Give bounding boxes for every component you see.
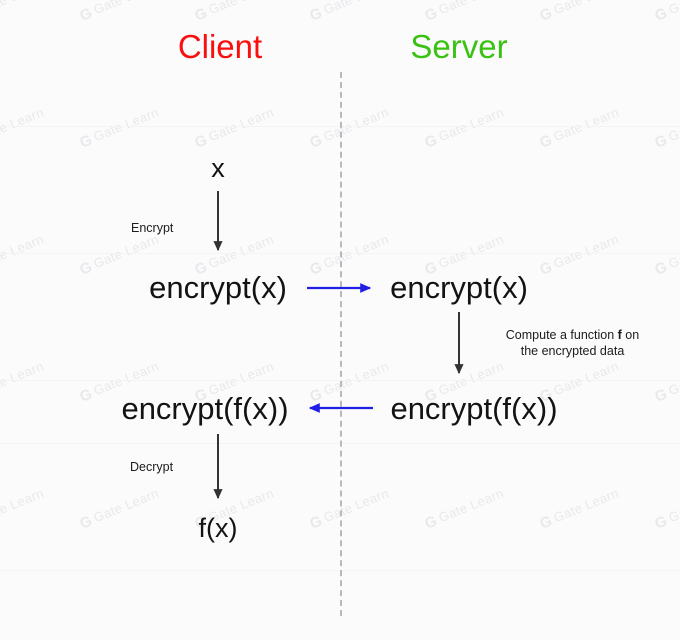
- gate-learn-logo-icon: G: [422, 131, 440, 152]
- watermark-tile: GGate Learn: [77, 0, 161, 25]
- gate-learn-logo-icon: G: [307, 4, 325, 25]
- compute-label-prefix: Compute a function: [505, 328, 618, 342]
- gate-learn-logo-icon: G: [192, 4, 210, 25]
- watermark-tile: GGate Learn: [422, 484, 506, 533]
- watermark-tile: GGate Learn: [652, 0, 680, 25]
- watermark-tile: GGate Learn: [192, 103, 276, 152]
- gate-learn-logo-icon: G: [422, 512, 440, 533]
- gate-learn-logo-icon: G: [307, 131, 325, 152]
- watermark-tile: GGate Learn: [307, 484, 391, 532]
- gate-learn-logo-icon: G: [652, 131, 670, 152]
- watermark-text: Gate Learn: [551, 104, 621, 145]
- watermark-text: Gate Learn: [321, 485, 391, 526]
- watermark-text: Gate Learn: [666, 358, 680, 399]
- watermark-text: Gate Learn: [0, 358, 46, 399]
- node-server-ciphertext: encrypt(x): [390, 270, 528, 305]
- watermark-text: Gate Learn: [436, 231, 506, 272]
- watermark-text: Gate Learn: [0, 485, 46, 526]
- gate-learn-logo-icon: G: [537, 4, 555, 25]
- watermark-text: Gate Learn: [551, 485, 621, 526]
- node-client-plaintext-result: f(x): [198, 513, 238, 543]
- watermark-tile: GGate Learn: [652, 103, 680, 152]
- watermark-text: Gate Learn: [0, 231, 46, 272]
- watermark-text: Gate Learn: [91, 0, 161, 17]
- gate-learn-logo-icon: G: [77, 258, 95, 279]
- node-client-ciphertext: encrypt(x): [149, 270, 287, 305]
- watermark-text: Gate Learn: [206, 0, 276, 17]
- watermark-tile: GGate Learn: [422, 103, 506, 152]
- watermark-text: Gate Learn: [0, 104, 46, 145]
- watermark-text: Gate Learn: [666, 0, 680, 17]
- watermark-text: Gate Learn: [206, 231, 276, 272]
- gate-learn-logo-icon: G: [537, 131, 555, 152]
- encrypt-edge-label: Encrypt: [131, 221, 174, 235]
- gate-learn-logo-icon: G: [652, 258, 670, 279]
- gate-learn-logo-icon: G: [652, 4, 670, 25]
- gate-learn-logo-icon: G: [192, 131, 210, 152]
- watermark-text: Gate Learn: [551, 231, 621, 272]
- watermark-text: Gate Learn: [666, 485, 680, 526]
- compute-label-line2: the encrypted data: [520, 343, 625, 358]
- watermark-tile: GGate Learn: [652, 230, 680, 279]
- watermark-text: Gate Learn: [666, 231, 680, 272]
- watermark-tile: GGate Learn: [307, 0, 391, 25]
- watermark-text: Gate Learn: [91, 231, 161, 272]
- watermark-tile: GGate Learn: [77, 103, 161, 152]
- server-column-title: Server: [410, 28, 508, 65]
- watermark-text: Gate Learn: [666, 104, 680, 145]
- gate-learn-logo-icon: G: [652, 385, 670, 406]
- client-column-title: Client: [177, 28, 263, 65]
- gate-learn-logo-icon: G: [422, 4, 440, 25]
- node-client-result: encrypt(f(x)): [121, 391, 289, 426]
- gate-learn-logo-icon: G: [77, 131, 95, 152]
- watermark-text: Gate Learn: [436, 0, 506, 17]
- watermark-tile: GGate Learn: [537, 103, 621, 152]
- watermark-tile: GGate Learn: [537, 484, 621, 533]
- watermark-text: Gate Learn: [321, 104, 391, 145]
- watermark-tile: GGate Learn: [0, 230, 46, 277]
- client-server-boundary-divider: [340, 72, 342, 616]
- node-client-plaintext: x: [211, 153, 225, 183]
- watermark-tile: GGate Learn: [0, 103, 46, 150]
- gate-learn-logo-icon: G: [652, 512, 670, 533]
- watermark-tile: GGate Learn: [0, 0, 46, 24]
- watermark-tile: GGate Learn: [0, 357, 46, 404]
- gate-learn-logo-icon: G: [77, 4, 95, 25]
- watermark-tile: GGate Learn: [652, 484, 680, 533]
- gate-learn-logo-icon: G: [537, 512, 555, 533]
- watermark-text: Gate Learn: [91, 104, 161, 145]
- watermark-text: Gate Learn: [436, 104, 506, 145]
- watermark-text: Gate Learn: [321, 231, 391, 272]
- watermark-text: Gate Learn: [551, 0, 621, 17]
- watermark-text: Gate Learn: [206, 104, 276, 145]
- watermark-tile: GGate Learn: [307, 103, 391, 152]
- watermark-tile: GGate Learn: [422, 0, 506, 25]
- gate-learn-logo-icon: G: [77, 512, 95, 533]
- watermark-tile: GGate Learn: [537, 0, 621, 25]
- compute-label-suffix: on: [621, 328, 640, 342]
- watermark-tile: GGate Learn: [192, 0, 276, 25]
- watermark-tile: GGate Learn: [0, 484, 46, 531]
- decrypt-edge-label: Decrypt: [130, 460, 174, 474]
- compute-label-function-symbol: f: [617, 328, 622, 342]
- node-server-result: encrypt(f(x)): [390, 391, 558, 426]
- watermark-tile: GGate Learn: [652, 357, 680, 406]
- watermark-tile: GGate Learn: [537, 230, 621, 278]
- watermark-text: Gate Learn: [436, 485, 506, 526]
- watermark-tile: GGate Learn: [307, 230, 391, 278]
- watermark-text: Gate Learn: [321, 0, 391, 17]
- watermark-text: Gate Learn: [0, 0, 46, 17]
